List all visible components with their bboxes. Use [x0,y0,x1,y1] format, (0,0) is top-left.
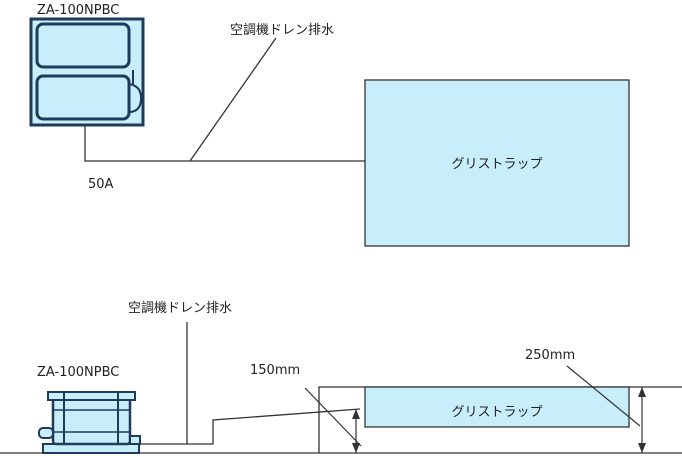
top-view: ZA-100NPBC 空調機ドレン排水 50A グリストラップ [29,3,630,247]
dim-250-arrow-bottom [638,443,646,453]
dim-250-arrow-top [638,387,646,397]
side-unit-inlet [38,427,54,439]
side-view: 空調機ドレン排水 ZA-100NPBC 150mm 250mm グリストラップ [0,301,682,454]
top-grease-trap [364,79,630,247]
side-grease-trap [364,386,630,428]
top-unit-upper-panel [35,22,131,69]
dim-150 [304,387,362,453]
dim-150-leader [304,387,362,447]
side-unit-outlet [129,435,141,445]
top-drain-pipe [84,125,365,162]
top-pipe-size-label: 50A [88,177,114,192]
top-trap-label: グリストラップ [451,157,542,172]
dim-250-leader [566,365,641,427]
top-unit-label: ZA-100NPBC [37,3,119,18]
top-unit-lower-panel [35,74,131,121]
side-unit-lid [47,391,136,401]
side-drain-pipe [140,408,361,445]
side-unit-label: ZA-100NPBC [37,365,119,380]
side-unit-body [38,391,141,454]
top-drain-leader [189,37,277,162]
top-drain-label: 空調機ドレン排水 [230,23,334,38]
side-drain-label: 空調機ドレン排水 [128,301,232,316]
top-unit-body [29,17,145,127]
dim-150-arrow-bottom [352,443,360,453]
side-unit-base [42,443,140,454]
side-trap-label: グリストラップ [451,405,542,420]
dim-150-label: 150mm [250,363,300,378]
dim-250 [566,365,646,453]
dim-150-arrow-top [352,409,360,419]
dim-250-label: 250mm [525,348,575,363]
top-unit-outlet-cap [128,83,143,113]
